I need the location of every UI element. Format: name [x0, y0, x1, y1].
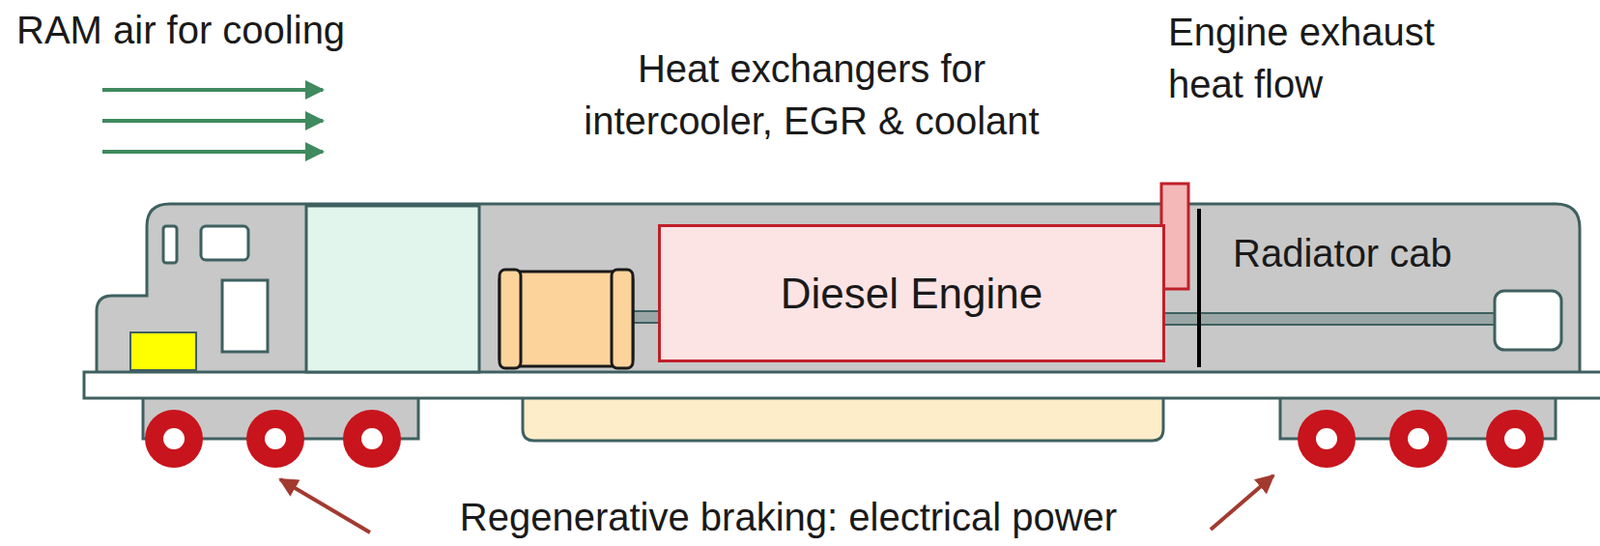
wheel-hub	[163, 428, 185, 450]
control-box	[130, 332, 197, 371]
deck-frame	[84, 371, 1600, 399]
generator-cap	[611, 269, 633, 369]
cab-window	[163, 226, 177, 263]
drive-shaft	[1163, 313, 1498, 325]
airflow-arrows	[102, 89, 323, 152]
cab-door	[222, 280, 268, 352]
airflow-label: RAM air for cooling	[16, 3, 558, 57]
wheel-hub	[361, 428, 383, 450]
wheel-hub	[1315, 428, 1338, 450]
node-label: Diesel Engine	[780, 269, 1044, 318]
wheel-hub	[1407, 428, 1429, 450]
wheel	[1297, 409, 1356, 468]
bulkhead-line	[1197, 208, 1201, 368]
radiator-fan	[1494, 290, 1562, 350]
cab-window	[200, 226, 249, 260]
heat-exchanger-label: Heat exchangers for intercooler, EGR & c…	[541, 42, 1083, 147]
wheels	[144, 409, 1544, 468]
engine-box: Diesel Engine	[657, 224, 1166, 363]
locomotive-body	[96, 203, 1580, 377]
wheel	[246, 409, 305, 468]
wheel	[342, 409, 401, 468]
leader-arrow	[280, 479, 371, 533]
wheel	[1485, 409, 1544, 468]
generator-cap	[499, 269, 521, 369]
wheel-hub	[264, 428, 286, 450]
heat-exchanger-bay	[306, 205, 480, 372]
wheel	[144, 409, 203, 468]
wheel	[1389, 409, 1448, 468]
node-label: Radiator cab	[1232, 231, 1453, 276]
wheel-hub	[1504, 428, 1526, 450]
radiator-cab-region: Radiator cab	[1205, 214, 1486, 292]
leader-arrow	[1210, 475, 1274, 530]
exhaust-stack	[1161, 183, 1189, 289]
braking-label: Regenerative braking: electrical power	[382, 490, 1195, 543]
exhaust-label: Engine exhaust heat flow	[1168, 5, 1497, 111]
